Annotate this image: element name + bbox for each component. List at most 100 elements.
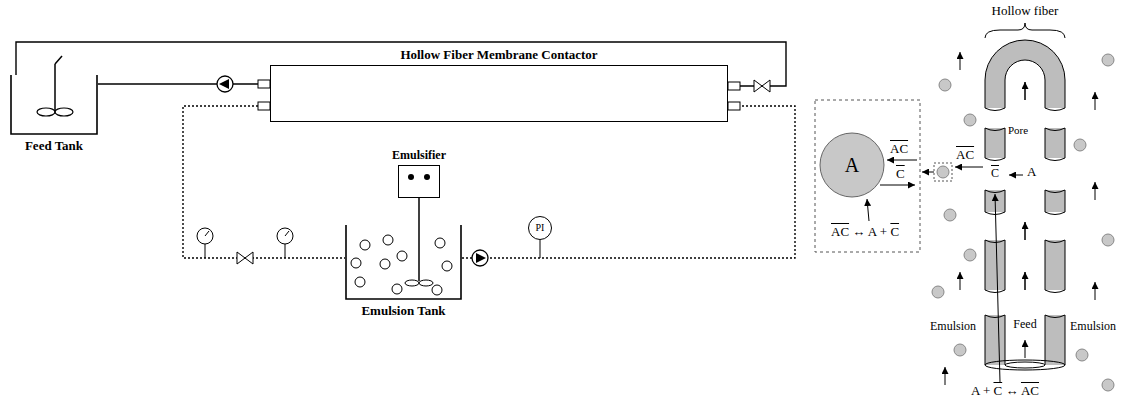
- formula-part: AC: [831, 224, 849, 239]
- emulsion-droplet: [932, 286, 944, 298]
- tank-outline: [346, 225, 461, 299]
- gauge-stem: [205, 244, 206, 258]
- flow-arrow: [1025, 82, 1026, 100]
- species-label: A: [1027, 165, 1036, 180]
- stirrer-drive: [55, 56, 62, 64]
- pipe-line: [183, 106, 345, 258]
- formula-part: C: [993, 383, 1002, 398]
- tank-outline: [11, 75, 97, 134]
- pump-symbol: [476, 253, 486, 263]
- flux-arrow: [880, 185, 915, 186]
- emulsion-bubble: [355, 277, 365, 287]
- emulsion-droplet-large: [820, 133, 884, 197]
- flow-arrow: [1025, 272, 1026, 290]
- formula-space: [1002, 383, 1005, 398]
- zoom-arrow: [922, 172, 934, 173]
- part-label: Hollow fiber: [992, 4, 1059, 19]
- emulsion-droplet: [1102, 54, 1114, 66]
- valve-symbol: [754, 80, 762, 92]
- tank-outline: [345, 225, 462, 300]
- pressure-gauge: [197, 228, 213, 244]
- flux-arrow: [887, 160, 917, 161]
- zoom-box: [815, 100, 920, 252]
- flow-arrow: [1095, 282, 1096, 300]
- emulsion-droplet: [944, 209, 956, 221]
- emulsion-bubble: [392, 284, 402, 294]
- pressure-indicator: PI: [528, 216, 552, 240]
- emulsifier-blade: [419, 280, 433, 286]
- formula-part: C: [890, 224, 899, 239]
- species-label: AC: [890, 142, 908, 157]
- emulsion-droplet: [939, 79, 951, 91]
- formula-space: [1018, 383, 1021, 398]
- reaction-equation: AC ↔ A + C: [831, 225, 899, 240]
- emulsion-droplet: [1102, 379, 1114, 391]
- node-label: Emulsifier: [392, 149, 446, 163]
- species-label: AC: [956, 148, 974, 163]
- zoom-target-box: [934, 163, 952, 181]
- emulsifier-knob: [408, 174, 414, 180]
- species-label: A: [845, 154, 859, 177]
- emulsion-bubble: [432, 285, 442, 295]
- contactor-port: [728, 82, 740, 90]
- formula-space: [849, 224, 852, 239]
- emulsion-bubble: [380, 259, 390, 269]
- stirrer-shaft: [54, 64, 56, 110]
- node-label: Feed Tank: [25, 139, 83, 154]
- reaction-equation: A + C ↔ AC: [971, 384, 1039, 399]
- gauge-needle: [285, 231, 289, 236]
- tank-outline: [10, 75, 98, 135]
- reaction-pointer: [995, 194, 1000, 382]
- formula-part: A: [868, 224, 877, 239]
- flow-arrow: [1095, 182, 1096, 200]
- reaction-pointer: [867, 199, 869, 221]
- node-label: Emulsion Tank: [361, 304, 445, 319]
- emulsion-droplet: [964, 249, 976, 261]
- formula-space: [865, 224, 868, 239]
- feed-tank: Feed Tank: [10, 75, 98, 135]
- gauge-stem: [285, 244, 286, 258]
- formula-space: [980, 383, 983, 398]
- species-label: C: [991, 167, 999, 181]
- pressure-gauge: [277, 228, 293, 244]
- contactor-port: [728, 102, 740, 110]
- emulsion-droplet: [954, 344, 966, 356]
- flow-arrow: [960, 52, 961, 70]
- flow-arrow: [960, 272, 961, 290]
- fiber-end: [1005, 362, 1045, 368]
- gauge-needle: [205, 231, 209, 236]
- membrane-contactor: Hollow Fiber Membrane Contactor: [270, 65, 728, 122]
- contactor-port: [258, 80, 270, 88]
- emulsifier-knob: [424, 174, 430, 180]
- flow-arrow: [1025, 82, 1026, 290]
- pore: [984, 158, 1006, 190]
- formula-part: AC: [956, 147, 974, 162]
- emulsifier-box: Emulsifier: [398, 165, 440, 198]
- fiber-end: [985, 360, 1065, 370]
- emulsion-droplet: [1076, 349, 1088, 361]
- species-label: C: [896, 167, 905, 182]
- pore: [1044, 158, 1066, 190]
- valve-symbol: [237, 252, 245, 264]
- flow-arrow: [1025, 222, 1026, 240]
- formula-part: +: [880, 224, 887, 239]
- emulsion-droplet: [964, 114, 976, 126]
- fiber-outline: [985, 40, 1065, 365]
- valve-symbol: [762, 80, 770, 92]
- emulsion-bubble: [360, 240, 370, 250]
- flow-arrow: [945, 367, 946, 385]
- emulsion-bubble: [442, 261, 452, 271]
- emulsion-bubble: [397, 251, 407, 261]
- emulsion-droplet: [937, 166, 949, 178]
- emulsion-bubble: [435, 238, 445, 248]
- phase-label: Emulsion: [1070, 320, 1116, 334]
- emulsion-bubble: [351, 258, 361, 268]
- emulsion-droplet: [1102, 234, 1114, 246]
- pipe-line: [98, 83, 270, 84]
- pipe-line: [462, 106, 795, 258]
- pore: [1044, 212, 1066, 240]
- gauge-stem: [540, 240, 541, 258]
- pump-symbol: [219, 79, 229, 89]
